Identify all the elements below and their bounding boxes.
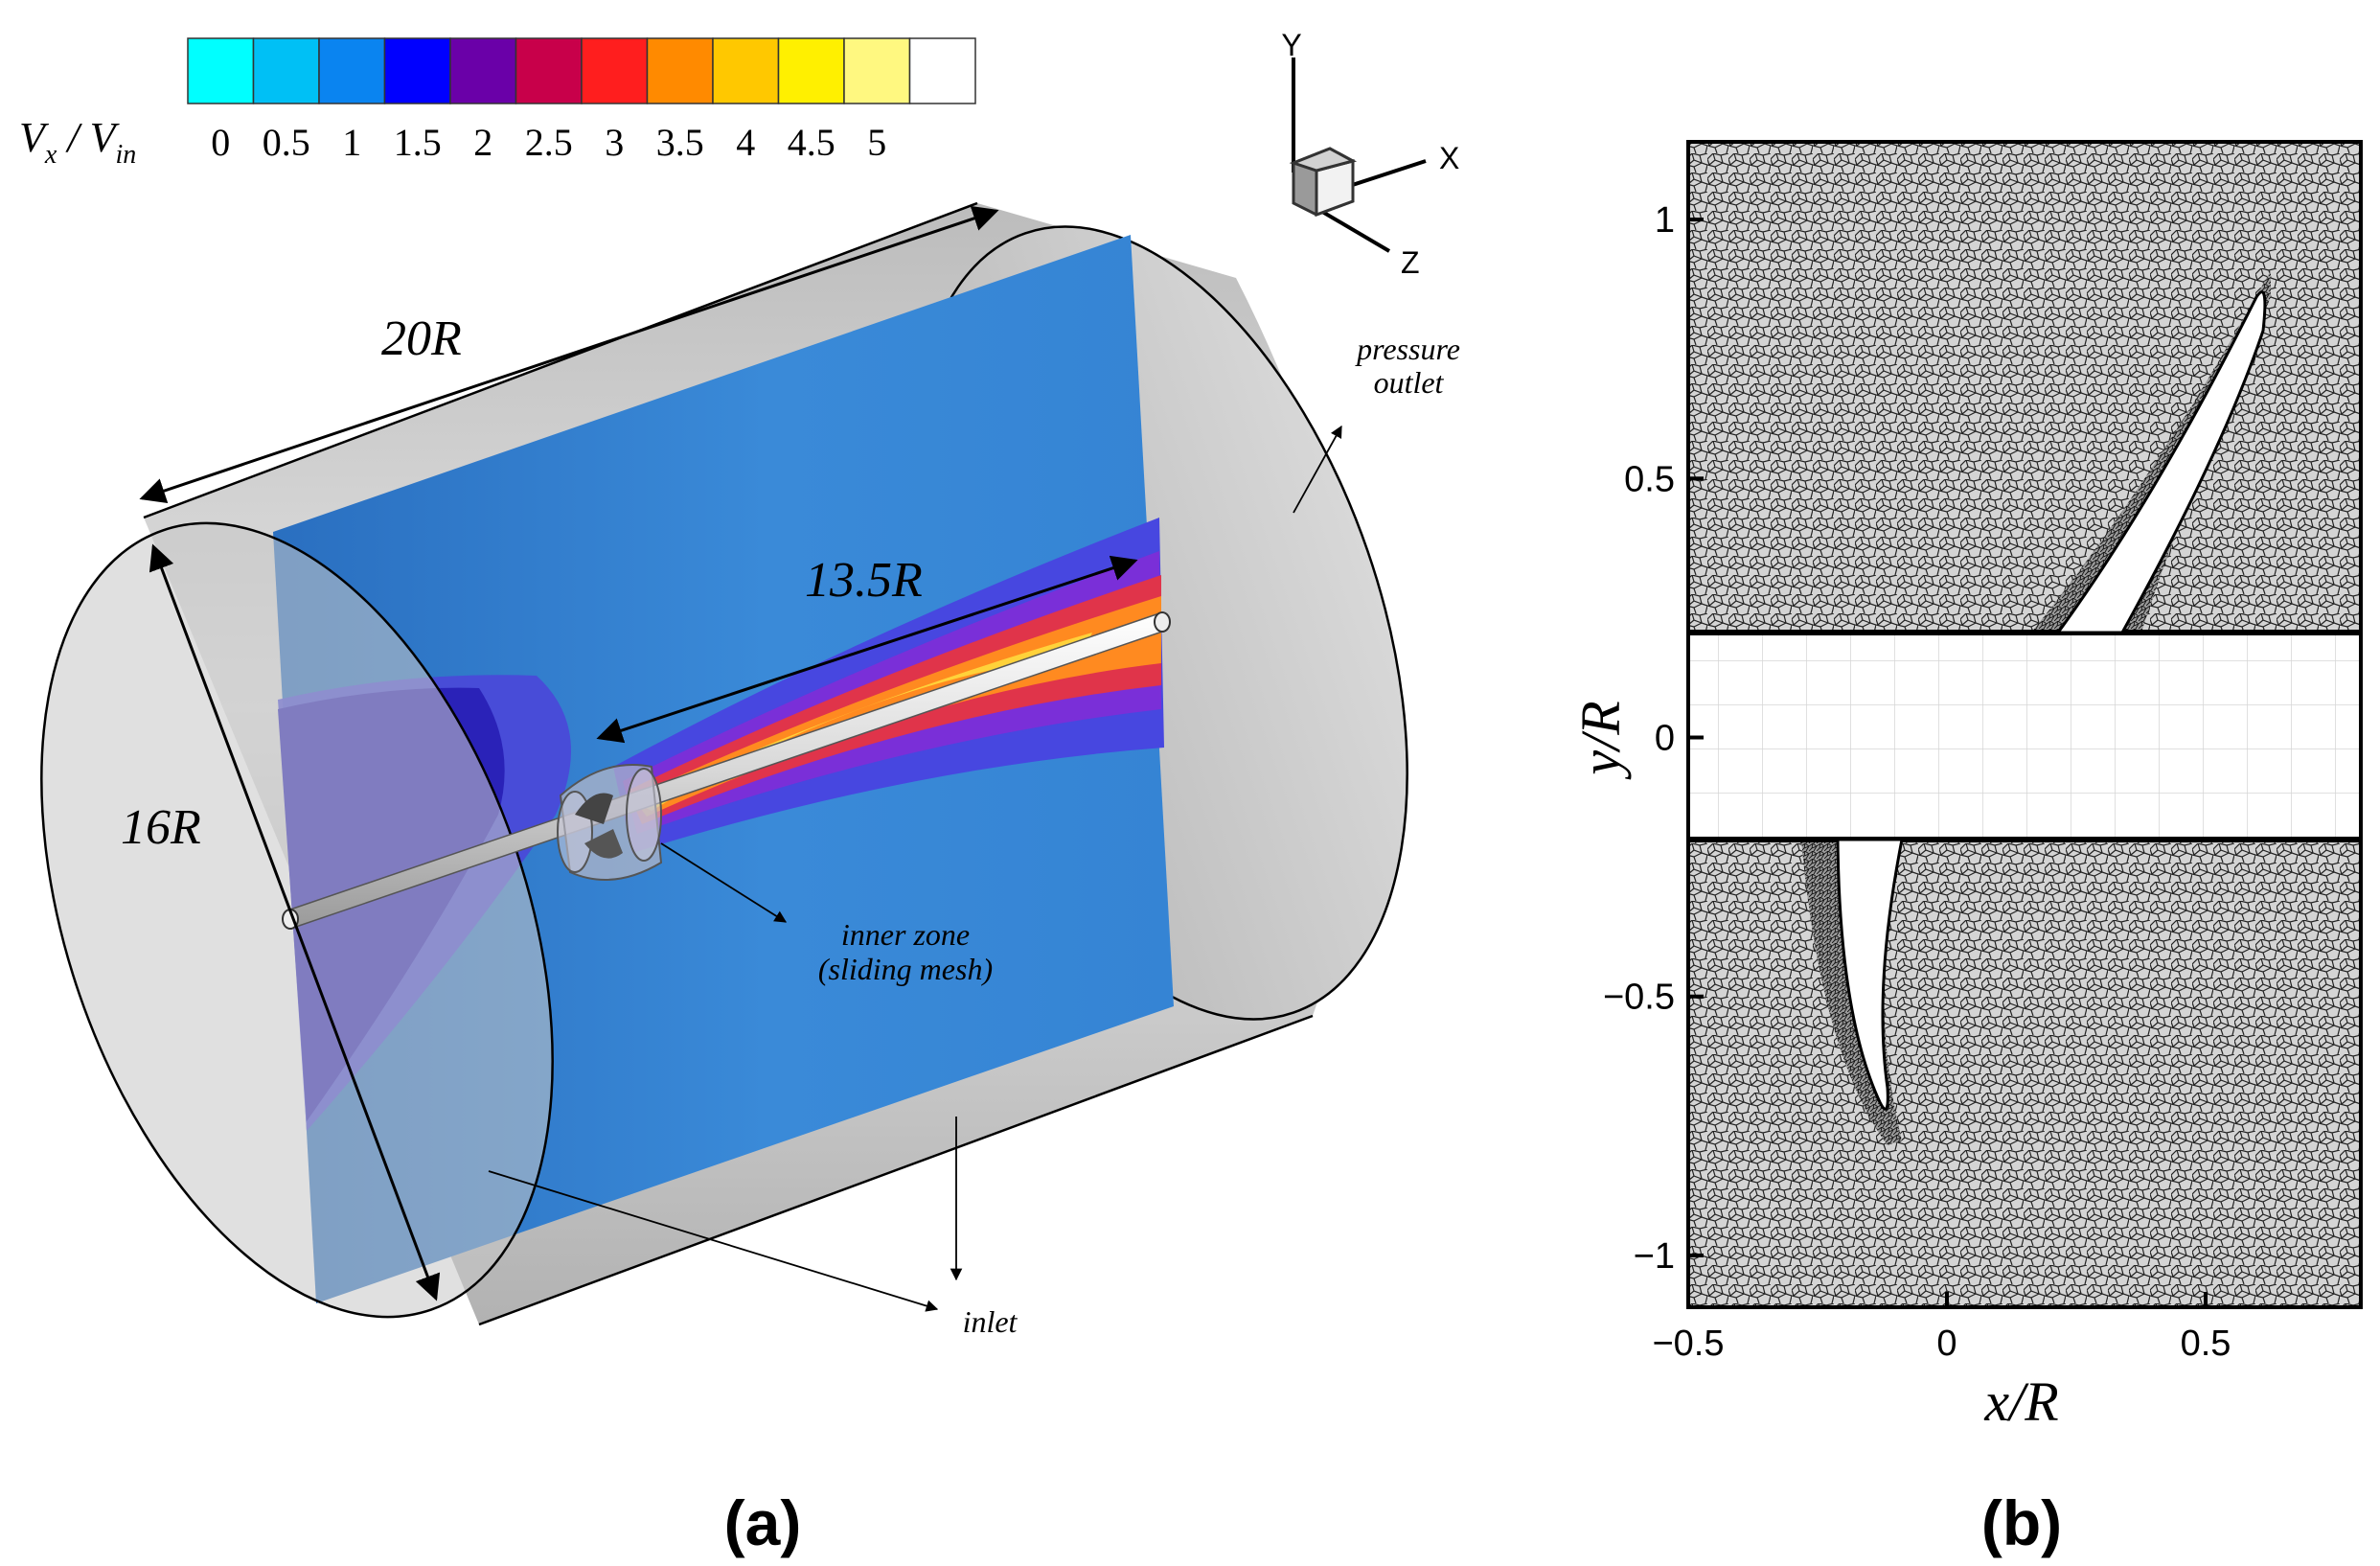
panel-a-leaders <box>488 425 1342 1312</box>
triad-y-label: Y <box>1281 28 1301 62</box>
colorbar-tick-label: 3 <box>605 121 624 164</box>
colorbar-cell <box>383 37 451 104</box>
colorbar-tick-label: 4.5 <box>788 121 835 164</box>
dimension-wake-arrow <box>596 555 1138 744</box>
colorbar-tick-label: 2.5 <box>525 121 573 164</box>
blade-lower <box>1836 838 1904 1111</box>
inner-zone-leader <box>660 842 788 923</box>
outlet-leader <box>1293 425 1342 514</box>
colorbar-tick-label: 3.5 <box>656 121 704 164</box>
colorbar-tick-label: 0.5 <box>263 121 310 164</box>
colorbar-cell <box>843 37 911 104</box>
colorbar-cell <box>515 37 583 104</box>
colorbar-cell <box>646 37 714 104</box>
y-tick-label: −1 <box>1634 1236 1675 1277</box>
triad-z-axis <box>1311 204 1391 253</box>
y-tick-label: 0.5 <box>1624 459 1675 499</box>
y-tick-label: 0 <box>1655 719 1675 759</box>
dim-length-label: 20R <box>381 311 462 366</box>
x-tick-label: 0.5 <box>2181 1324 2231 1364</box>
dimension-length-arrow <box>139 205 999 504</box>
colorbar-tick-label: 0 <box>211 121 230 164</box>
inner-zone-rotor <box>557 764 663 881</box>
panel-a-dimensions <box>139 205 1138 1301</box>
colorbar-label: Vx / Vin <box>19 114 136 170</box>
panel-b-frame <box>1686 140 2363 1309</box>
colorbar-cell <box>908 37 976 104</box>
panel-a-domain <box>40 201 1408 1326</box>
axes-triad <box>1289 58 1427 253</box>
inlet-label: inlet <box>963 1304 1018 1339</box>
dim-diameter-label: 16R <box>121 800 201 855</box>
caption-b: (b) <box>1981 1487 2062 1558</box>
dim-wake-label: 13.5R <box>805 553 923 608</box>
colorbar-cell <box>252 37 320 104</box>
triad-x-label: X <box>1439 141 1459 175</box>
colorbar-tick-label: 5 <box>867 121 886 164</box>
colorbar-tick-label: 2 <box>473 121 492 164</box>
colorbar-tick-label: 1.5 <box>394 121 442 164</box>
colorbar-ticks: 0 0.5 1 1.5 2 2.5 3 3.5 4 4.5 5 <box>211 121 886 164</box>
panel-b-ylabel: y/R <box>1569 701 1632 779</box>
y-tick-label: −0.5 <box>1603 978 1675 1018</box>
inlet-leader-1 <box>488 1170 939 1312</box>
colorbar-tick-label: 1 <box>342 121 361 164</box>
inner-zone-label-line1: inner zone <box>841 917 970 952</box>
inner-zone-strip <box>1688 633 2361 840</box>
panel-b-xlabel: x/R <box>1983 1370 2058 1433</box>
x-tick-label: −0.5 <box>1652 1324 1724 1364</box>
colorbar-cell <box>449 37 517 104</box>
inner-zone-label-line2: (sliding mesh) <box>818 952 993 986</box>
triad-z-label: Z <box>1401 245 1420 280</box>
caption-a: (a) <box>724 1487 802 1558</box>
colorbar-cell <box>318 37 386 104</box>
colorbar-cell <box>581 37 649 104</box>
panel-b-mesh: −0.5 0 0.5 1 0.5 0 −0.5 −1 <box>1603 140 2363 1364</box>
colorbar-tick-label: 4 <box>736 121 755 164</box>
outlet-label-line2: outlet <box>1374 365 1445 400</box>
panel-b-ticks: −0.5 0 0.5 1 0.5 0 −0.5 −1 <box>1603 200 2231 1364</box>
colorbar-cell <box>187 37 255 104</box>
dimension-diameter-arrow <box>149 543 441 1301</box>
colorbar: 0 0.5 1 1.5 2 2.5 3 3.5 4 4.5 5 Vx / Vin <box>19 37 976 170</box>
colorbar-cells <box>187 37 976 104</box>
blade-upper <box>2055 290 2267 634</box>
colorbar-cell <box>712 37 780 104</box>
colorbar-cell <box>777 37 845 104</box>
y-tick-label: 1 <box>1655 200 1675 241</box>
x-tick-label: 0 <box>1936 1324 1957 1364</box>
outlet-label-line1: pressure <box>1355 332 1460 366</box>
